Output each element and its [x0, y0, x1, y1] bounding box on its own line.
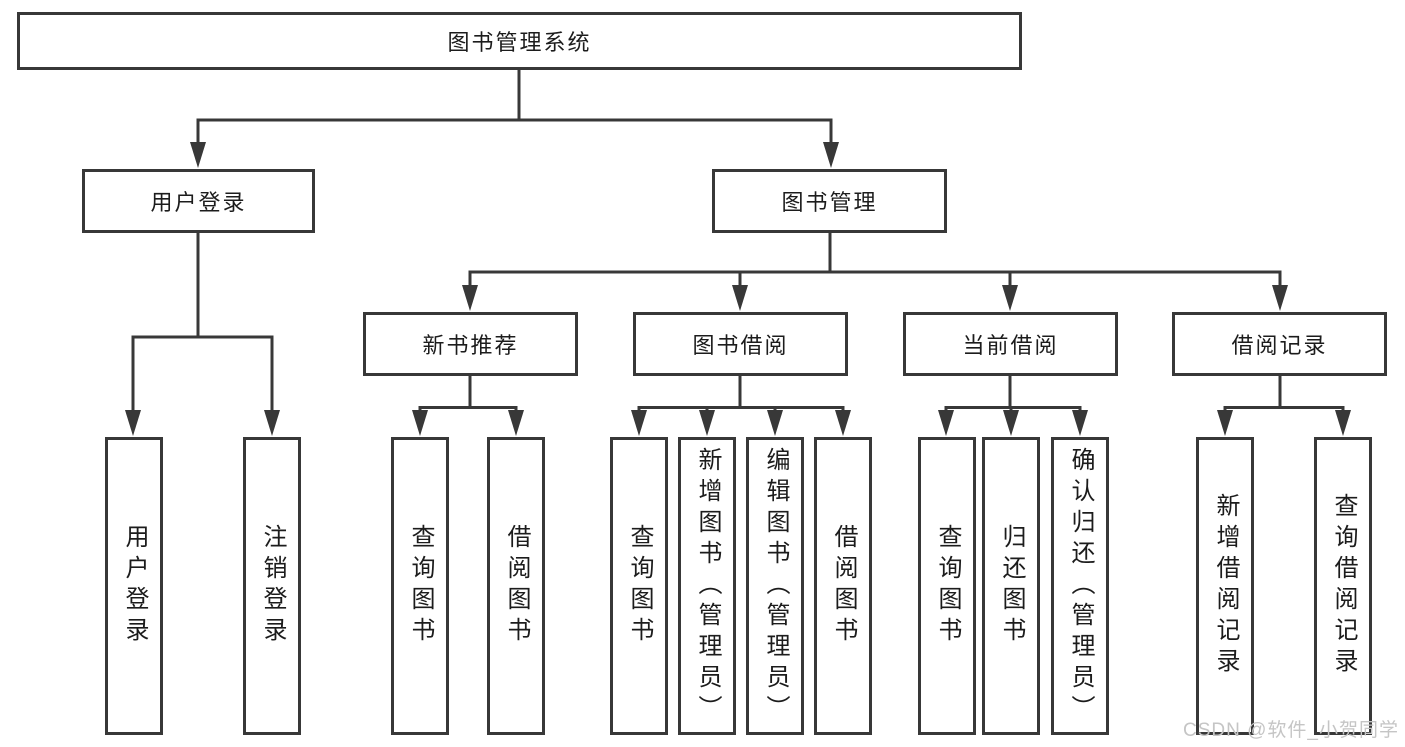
node-book-management: 图书管理 — [712, 169, 947, 233]
node-label: 编辑图书（管理员） — [762, 446, 789, 726]
node-label: 借阅图书 — [503, 524, 530, 648]
node-label: 新增图书（管理员） — [694, 446, 721, 726]
arrowheads — [125, 142, 1351, 436]
node-current-borrow: 当前借阅 — [903, 312, 1118, 376]
node-leaf-query-borrow-record: 查询借阅记录 — [1314, 437, 1372, 735]
node-label: 查询图书 — [934, 524, 961, 648]
node-leaf-query-book-1: 查询图书 — [391, 437, 449, 735]
node-label: 注销登录 — [259, 524, 286, 648]
node-leaf-query-book-3: 查询图书 — [918, 437, 976, 735]
node-label: 查询图书 — [407, 524, 434, 648]
node-leaf-logout: 注销登录 — [243, 437, 301, 735]
node-leaf-return-book: 归还图书 — [982, 437, 1040, 735]
node-label: 查询图书 — [626, 524, 653, 648]
node-label: 确认归还（管理员） — [1067, 446, 1094, 726]
node-label: 归还图书 — [998, 524, 1025, 648]
node-leaf-add-book-admin: 新增图书（管理员） — [678, 437, 736, 735]
node-leaf-confirm-return-admin: 确认归还（管理员） — [1051, 437, 1109, 735]
node-label: 查询借阅记录 — [1330, 493, 1357, 679]
node-leaf-add-borrow-record: 新增借阅记录 — [1196, 437, 1254, 735]
watermark: CSDN @软件_小贺同学 — [1183, 720, 1399, 741]
node-leaf-borrow-book-2: 借阅图书 — [814, 437, 872, 735]
node-root-system: 图书管理系统 — [17, 12, 1022, 70]
node-user-login: 用户登录 — [82, 169, 315, 233]
node-book-borrow: 图书借阅 — [633, 312, 848, 376]
node-leaf-query-book-2: 查询图书 — [610, 437, 668, 735]
node-borrow-record: 借阅记录 — [1172, 312, 1387, 376]
node-label: 借阅图书 — [830, 524, 857, 648]
node-leaf-edit-book-admin: 编辑图书（管理员） — [746, 437, 804, 735]
node-label: 新增借阅记录 — [1212, 493, 1239, 679]
node-new-book-recommend: 新书推荐 — [363, 312, 578, 376]
node-leaf-user-login: 用户登录 — [105, 437, 163, 735]
node-label: 用户登录 — [121, 524, 148, 648]
node-leaf-borrow-book-1: 借阅图书 — [487, 437, 545, 735]
